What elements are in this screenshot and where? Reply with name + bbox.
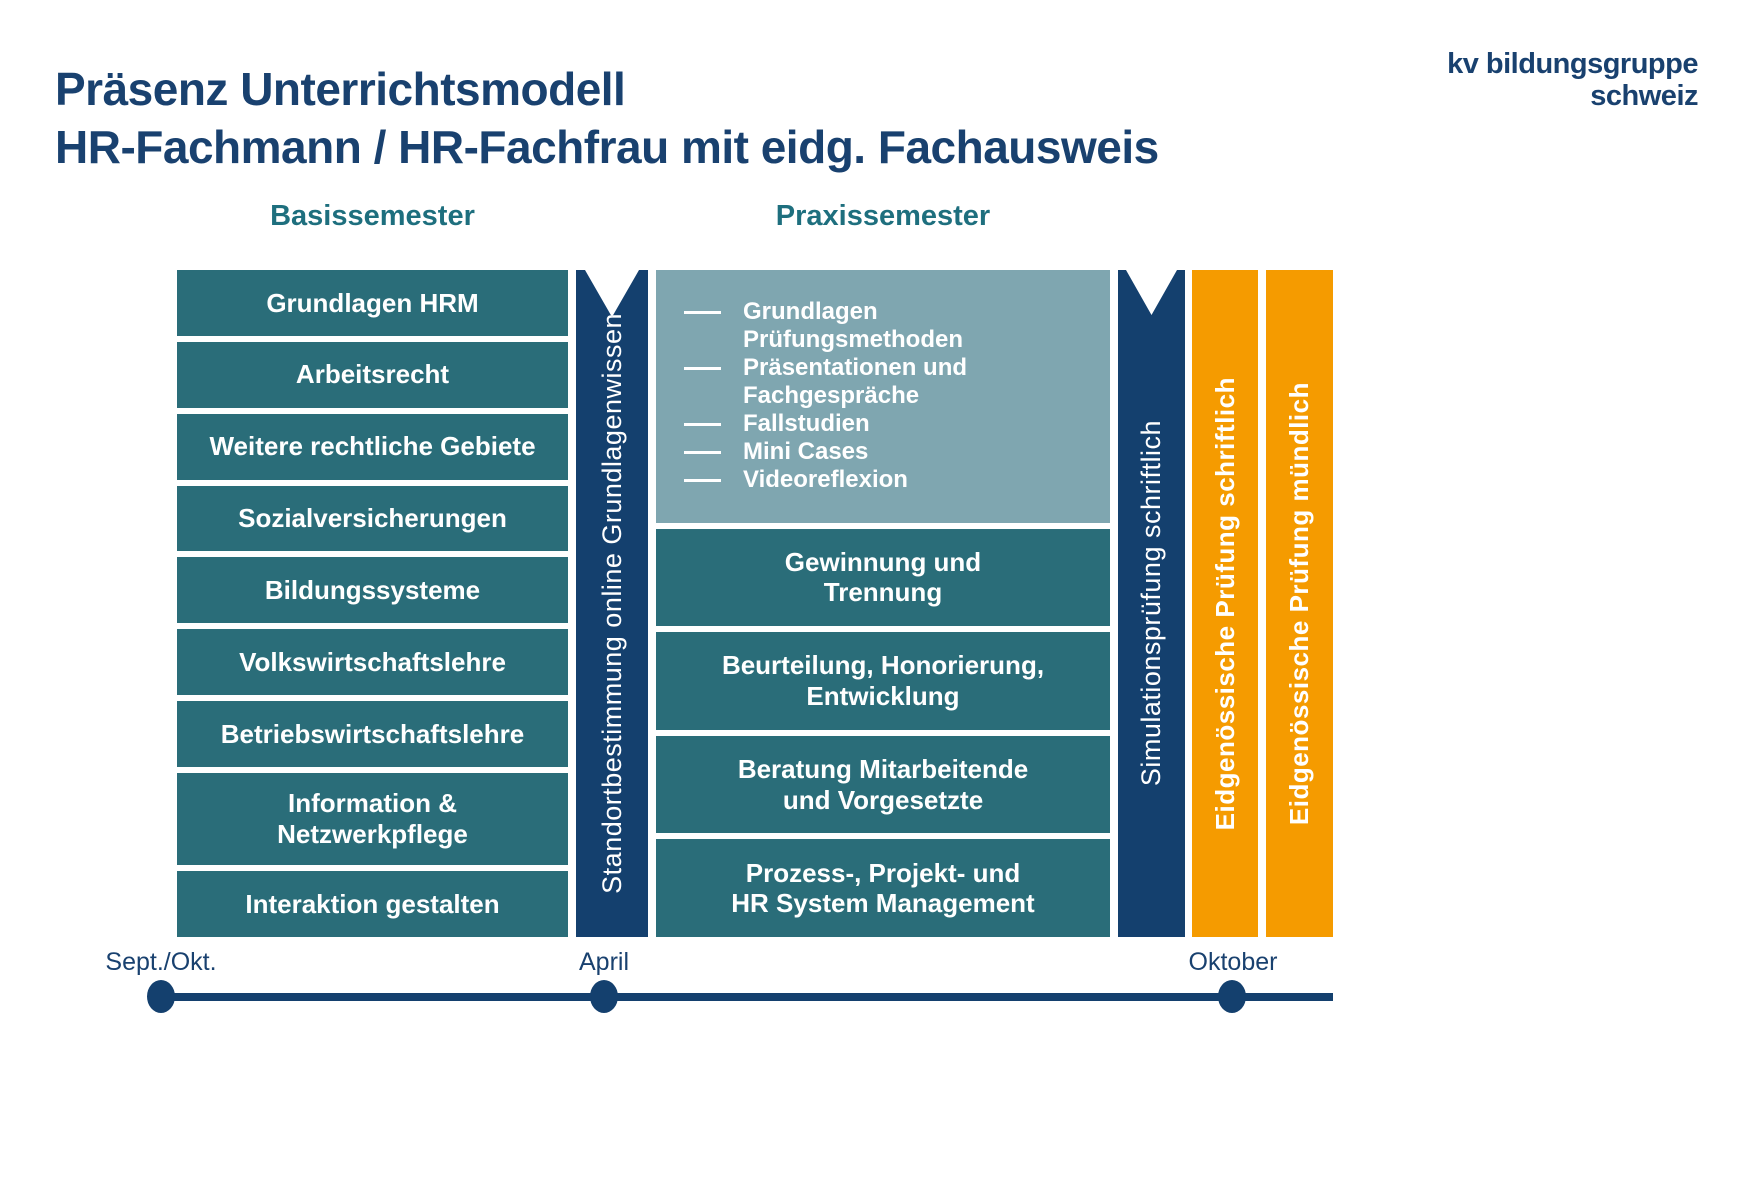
- basis-semester-column: Grundlagen HRM Arbeitsrecht Weitere rech…: [177, 270, 568, 937]
- timeline-dot-sept-okt: [147, 980, 175, 1013]
- bullet-dash-icon: [684, 311, 721, 314]
- praxis-box-beurteilung-honorierung-entwicklung: Beurteilung, Honorierung, Entwicklung: [656, 632, 1110, 730]
- basis-box-volkswirtschaftslehre: Volkswirtschaftslehre: [177, 629, 568, 696]
- bullet-item: Präsentationen und Fachgespräche: [684, 354, 967, 410]
- praxis-semester-header: Praxissemester: [775, 200, 991, 232]
- standortbestimmung-label: Standortbestimmung online Grundlagenwiss…: [596, 313, 627, 894]
- timeline-label-sept-okt: Sept./Okt.: [105, 948, 217, 976]
- praxis-semester-column: Grundlagen Prüfungsmethoden Präsentation…: [656, 270, 1110, 938]
- bullet-dash-icon: [684, 479, 721, 482]
- brand-logo: kv bildungsgruppe schweiz: [1447, 48, 1698, 113]
- bullet-item: Mini Cases: [684, 438, 868, 466]
- basis-box-bildungssysteme: Bildungssysteme: [177, 557, 568, 624]
- bullet-label: Präsentationen und Fachgespräche: [743, 354, 968, 409]
- bullet-label: Mini Cases: [743, 438, 869, 465]
- basis-box-grundlagen-hrm: Grundlagen HRM: [177, 270, 568, 336]
- page-title: Präsenz Unterrichtsmodell HR-Fachmann / …: [55, 60, 1159, 177]
- basis-box-arbeitsrecht: Arbeitsrecht: [177, 341, 568, 408]
- exam-written-label: Eidgenössische Prüfung schriftlich: [1209, 376, 1240, 831]
- brand-logo-line1: kv bildungsgruppe: [1447, 48, 1698, 80]
- bullet-item: Videoreflexion: [684, 466, 908, 494]
- timeline-label-april: April: [578, 948, 629, 976]
- exam-oral-label: Eidgenössische Prüfung mündlich: [1284, 381, 1314, 826]
- simulationspruefung-label: Simulationsprüfung schriftlich: [1136, 420, 1166, 787]
- brand-logo-line2: schweiz: [1590, 80, 1698, 113]
- bullet-dash-icon: [684, 451, 721, 454]
- exam-bar-oral: Eidgenössische Prüfung mündlich: [1266, 270, 1333, 937]
- bullet-dash-icon: [684, 423, 721, 426]
- basis-semester-header: Basissemester: [270, 200, 475, 232]
- bullet-label: Fallstudien: [743, 410, 870, 437]
- bullet-item: Fallstudien: [684, 410, 870, 438]
- basis-box-betriebswirtschaftslehre: Betriebswirtschaftslehre: [177, 701, 568, 767]
- bullet-label: Grundlagen Prüfungsmethoden: [743, 298, 963, 353]
- praxis-box-beratung-mitarbeitende-vorgesetzte: Beratung Mitarbeitende und Vorgesetzte: [656, 735, 1110, 834]
- bullet-item: Grundlagen Prüfungsmethoden: [684, 298, 1100, 354]
- standortbestimmung-ribbon: Standortbestimmung online Grundlagenwiss…: [576, 270, 648, 937]
- exam-bar-written: Eidgenössische Prüfung schriftlich: [1192, 270, 1258, 937]
- praxis-methods-box: Grundlagen Prüfungsmethoden Präsentation…: [656, 270, 1110, 523]
- simulationspruefung-ribbon: Simulationsprüfung schriftlich: [1118, 270, 1185, 937]
- timeline-dot-april: [590, 980, 618, 1013]
- bullet-label: Videoreflexion: [743, 466, 908, 493]
- praxis-box-prozess-projekt-hr-system: Prozess-, Projekt- und HR System Managem…: [656, 839, 1110, 938]
- timeline-dot-oktober: [1218, 980, 1246, 1013]
- praxis-box-gewinnung-trennung: Gewinnung und Trennung: [656, 528, 1110, 627]
- basis-box-information-netzwerkpflege: Information & Netzwerkpflege: [177, 772, 568, 866]
- page-title-line1: Präsenz Unterrichtsmodell: [55, 63, 626, 115]
- basis-box-interaktion-gestalten: Interaktion gestalten: [177, 871, 568, 937]
- basis-box-weitere-rechtliche-gebiete: Weitere rechtliche Gebiete: [177, 413, 568, 480]
- bullet-dash-icon: [684, 367, 721, 370]
- page-title-line2: HR-Fachmann / HR-Fachfrau mit eidg. Fach…: [55, 121, 1159, 174]
- basis-box-sozialversicherungen: Sozialversicherungen: [177, 485, 568, 552]
- timeline-label-oktober: Oktober: [1188, 948, 1278, 976]
- timeline-line: [160, 993, 1333, 1001]
